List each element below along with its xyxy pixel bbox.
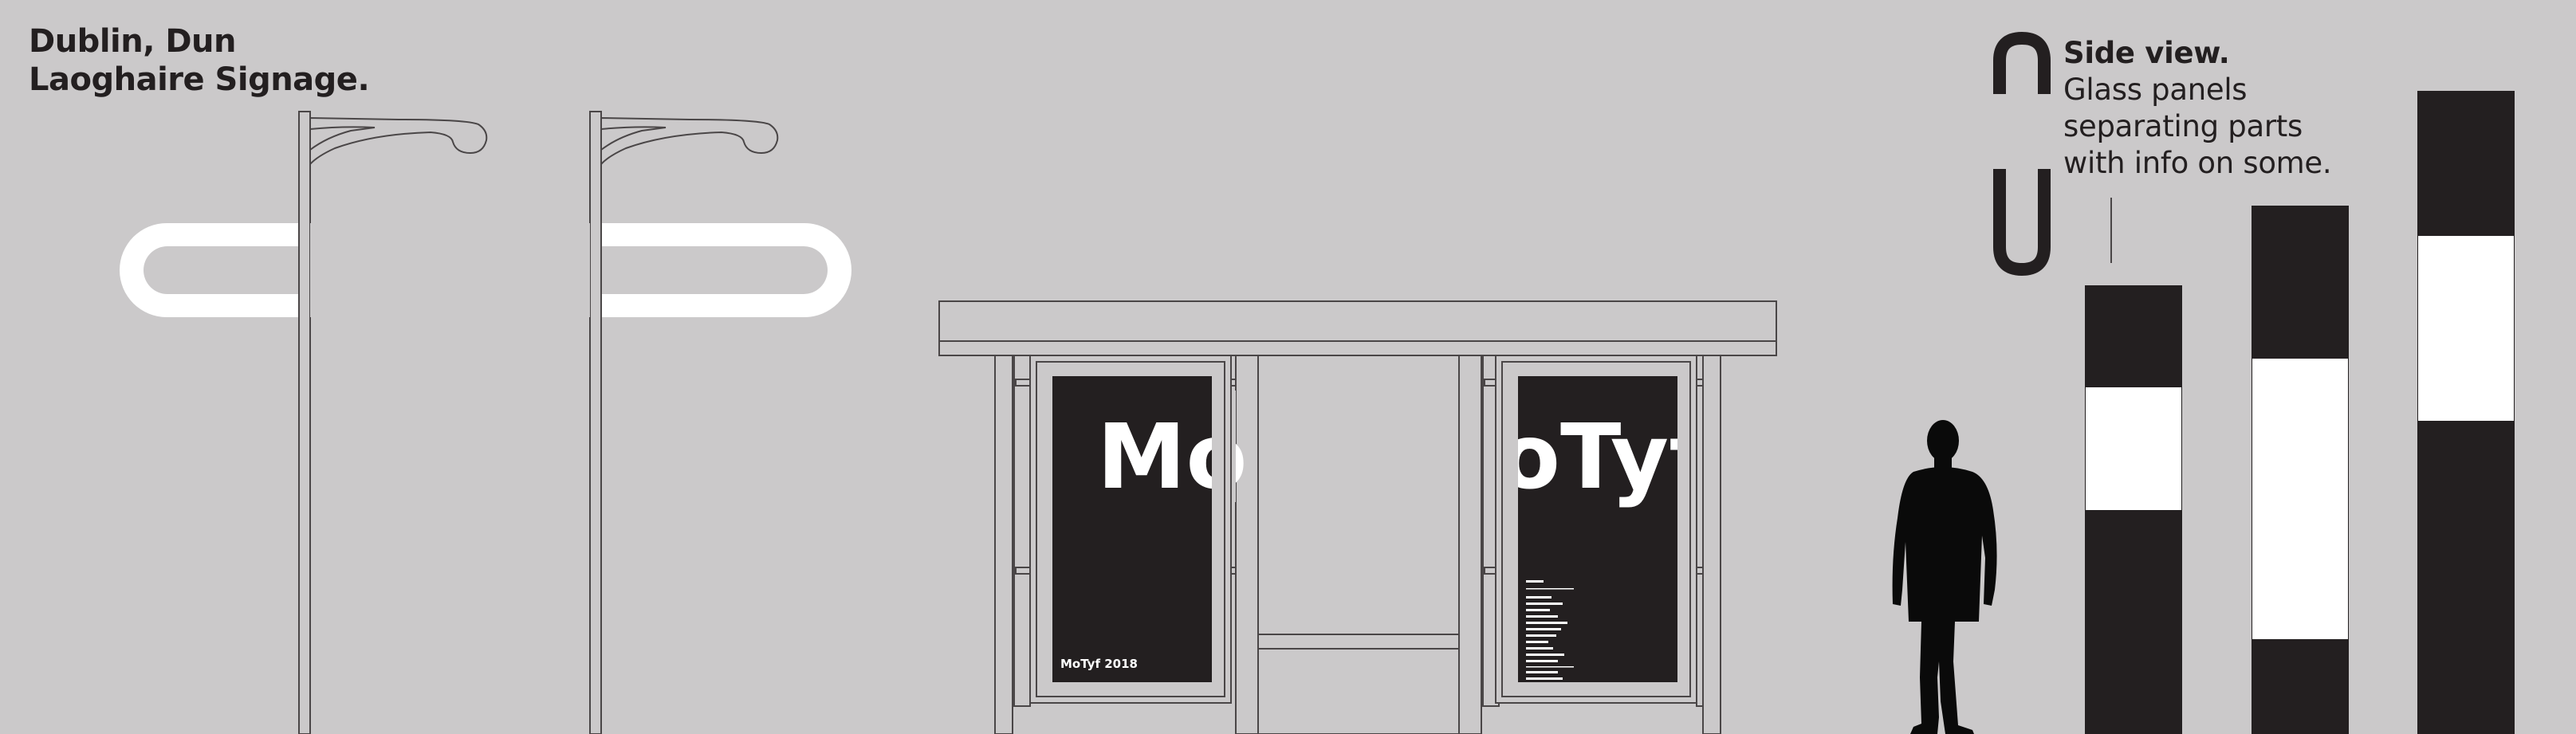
side-view-line-2: separating parts xyxy=(2063,109,2303,143)
glass-panel-tower-medium xyxy=(2252,206,2349,734)
side-view-line-3: with info on some. xyxy=(2063,146,2332,180)
band-gap xyxy=(310,223,590,317)
page-title: Dublin, Dun Laoghaire Signage. xyxy=(29,22,370,99)
glass-panel-tower-tall xyxy=(2417,91,2515,734)
poster-right-text-clip: oTyf xyxy=(1499,406,1709,509)
side-view-glyph xyxy=(1993,31,2051,277)
poster-right xyxy=(1518,376,1677,682)
side-view-caption: Side view. Glass panels separating parts… xyxy=(2063,35,2332,182)
side-view-heading: Side view. xyxy=(2063,36,2230,70)
person-silhouette-icon xyxy=(1892,420,1997,734)
streetlamp-post-overlap xyxy=(591,223,600,317)
streetlamp-icon xyxy=(589,111,779,734)
poster-right-big-text: oTyf xyxy=(1499,406,1709,509)
poster-left-caption: MoTyf 2018 xyxy=(1060,657,1138,671)
poster-right-fine-print xyxy=(1526,580,1574,680)
poster-left xyxy=(1052,376,1212,682)
page-title-line-2: Laoghaire Signage. xyxy=(29,61,370,98)
page-title-line-1: Dublin, Dun xyxy=(29,23,237,60)
glass-panel-tower-short xyxy=(2085,285,2182,734)
streetlamp-post-overlap xyxy=(300,223,309,317)
streetlamp-icon xyxy=(298,111,488,734)
side-view-line-1: Glass panels xyxy=(2063,73,2248,107)
